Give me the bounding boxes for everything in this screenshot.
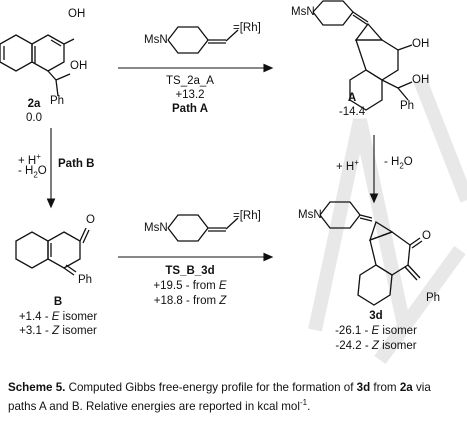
compound-3d-e-energy: -26.1 - E isomer [335, 325, 417, 337]
label-msn-bottom-reagent: MsN [144, 222, 168, 234]
compound-3d-name: 3d [369, 310, 383, 322]
label-o-product-3d: O [422, 230, 431, 242]
label-oh-2a-chain: OH [70, 60, 88, 72]
label-ph-2a: Ph [50, 95, 65, 107]
label-ph-intermediate-b: Ph [78, 274, 93, 286]
path-b-water: - H2O [18, 165, 47, 180]
label-ph-product-3d: Ph [426, 292, 441, 304]
label-oh-product-a-chain: OH [412, 74, 430, 86]
label-msn-top-reagent: MsN [144, 34, 168, 46]
compound-2a-energy: 0.0 [26, 112, 42, 124]
right-arrow-proton: + H+ [336, 158, 359, 173]
compound-3d-z-energy: -24.2 - Z isomer [335, 340, 417, 352]
ts-2a-a-name: TS_2a_A [166, 75, 214, 87]
ts-b-3d-z-energy: +18.8 - from Z [153, 295, 227, 307]
label-ph-product-a: Ph [400, 100, 415, 112]
intermediate-b-structure [15, 227, 90, 276]
caption-scheme-label: Scheme 5. [8, 381, 66, 394]
product-a-structure [312, 0, 413, 111]
product-3d-structure [319, 201, 423, 306]
path-a-label: Path A [172, 103, 208, 115]
label-oh-product-a-ring: OH [412, 38, 430, 50]
compound-a-name: A [347, 92, 357, 104]
right-arrow-water: - H2O [384, 156, 413, 171]
ts-b-3d-e-energy: +19.5 - from E [153, 280, 227, 292]
compound-a-energy: -14.4 [338, 106, 366, 118]
compound-b-e-energy: +1.4 - E isomer [18, 311, 98, 323]
label-o-intermediate-b: O [86, 214, 95, 226]
label-rh-bottom-reagent: =[Rh] [233, 210, 261, 222]
label-oh-2a-ring: OH [68, 8, 86, 20]
label-msn-product-a: MsN [291, 6, 315, 18]
naphthol-2a-structure [0, 34, 75, 97]
ts-2a-a-energy: +13.2 [175, 89, 205, 101]
label-rh-top-reagent: =[Rh] [233, 22, 261, 34]
compound-b-name: B [53, 296, 63, 308]
path-b-label: Path B [58, 158, 95, 170]
ts-b-3d-name: TS_B_3d [165, 265, 215, 277]
compound-2a-name: 2a [27, 98, 41, 110]
scheme-caption: Scheme 5. Computed Gibbs free-energy pro… [8, 381, 431, 413]
label-msn-product-3d: MsN [298, 209, 322, 221]
piperidine-reagent-bottom [167, 214, 239, 242]
piperidine-reagent-top [167, 26, 239, 54]
watermark-logo [308, 77, 467, 365]
compound-b-z-energy: +3.1 - Z isomer [19, 325, 97, 337]
path-b-proton: + H+ [18, 152, 41, 167]
